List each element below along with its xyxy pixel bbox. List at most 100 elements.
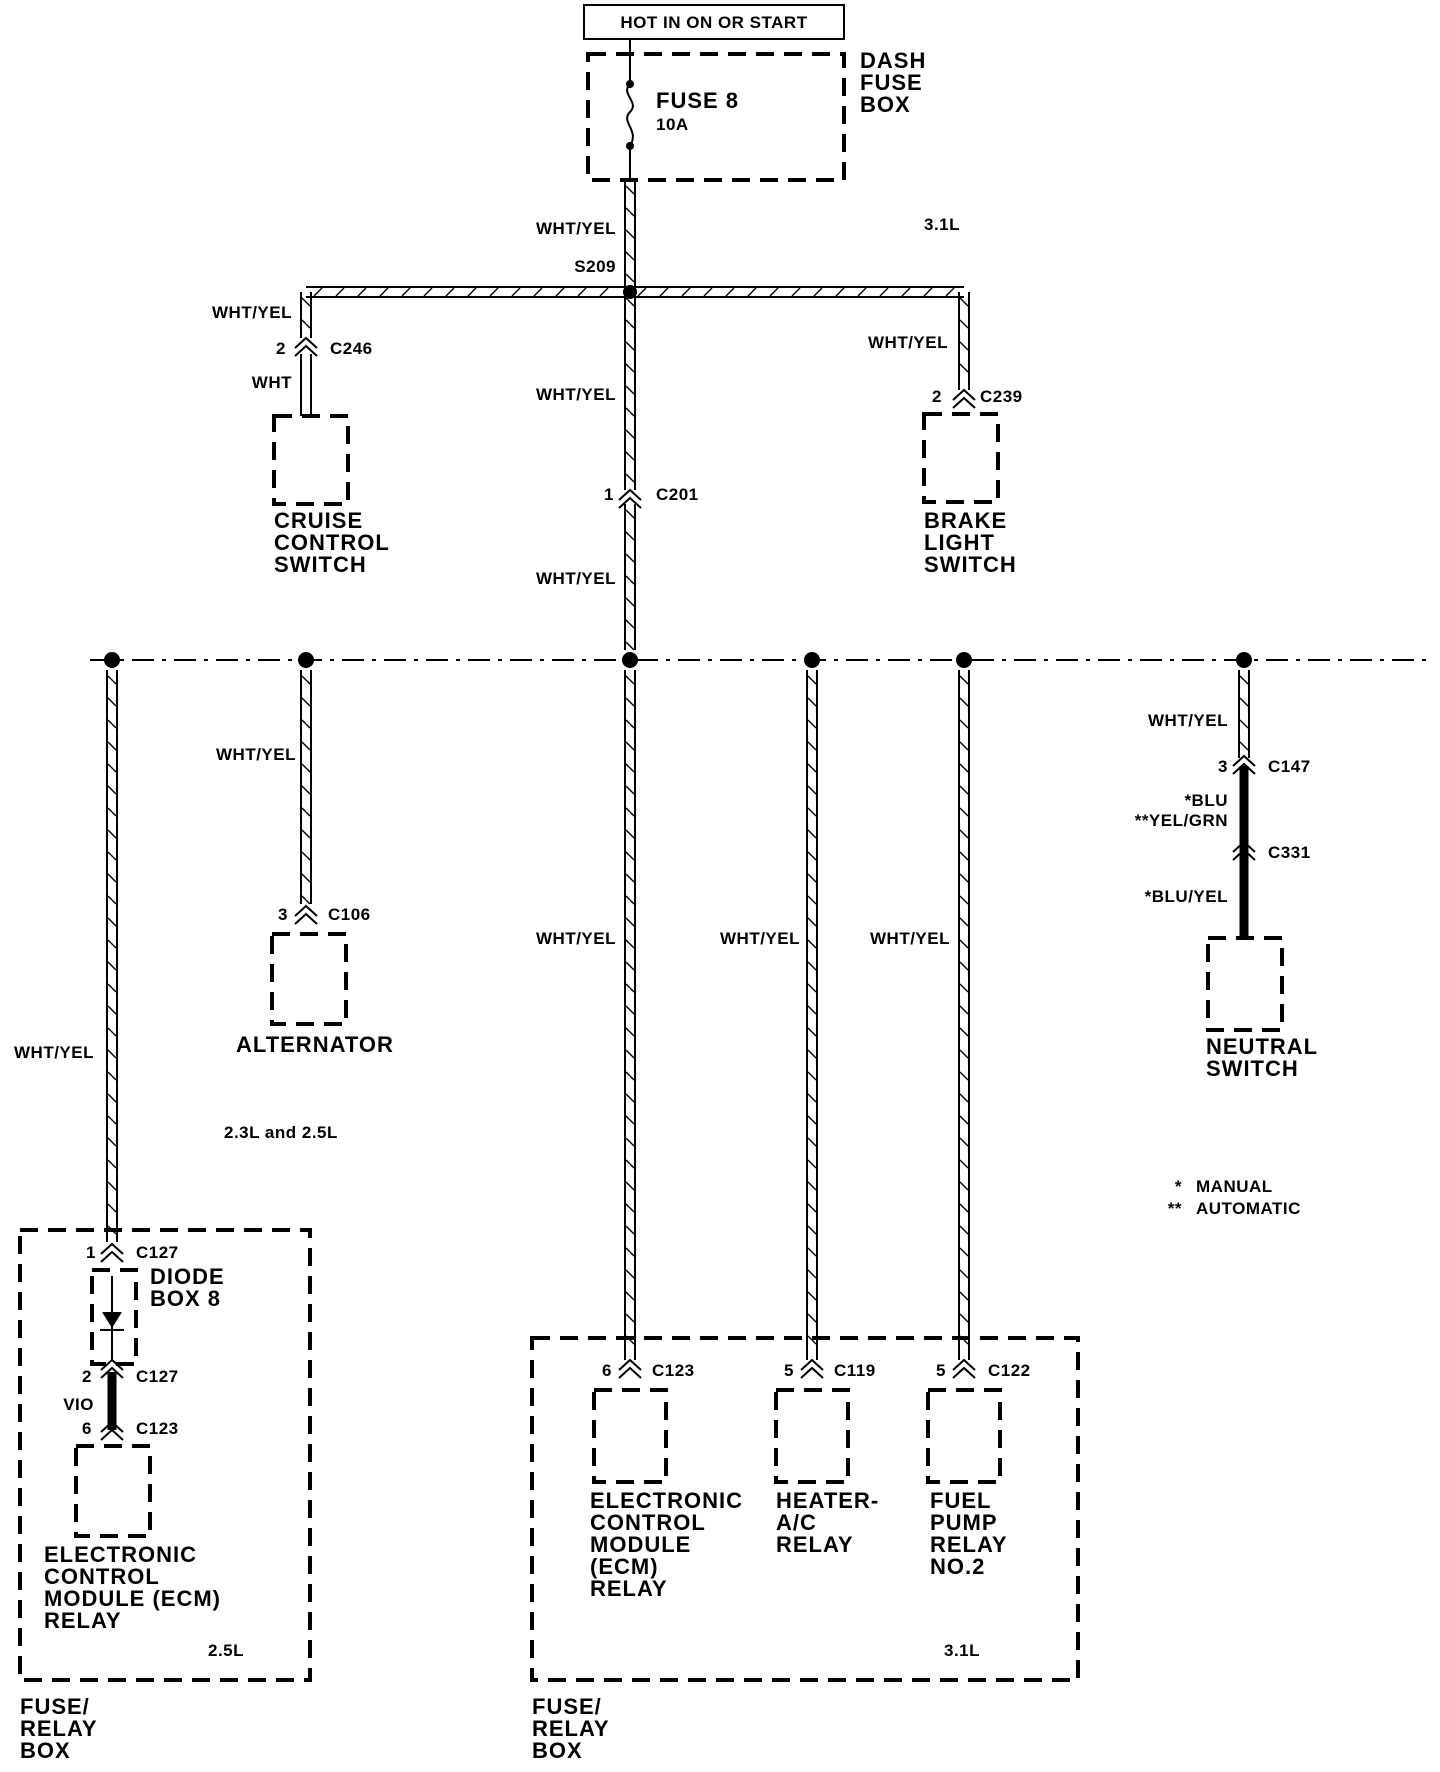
wire-color-label: WHT/YEL bbox=[536, 569, 616, 588]
wire-color-label: WHT/YEL bbox=[720, 929, 800, 948]
connector-c246-pin: 2 bbox=[276, 339, 286, 358]
wire-segment bbox=[306, 286, 630, 298]
wire-segment bbox=[624, 670, 636, 1360]
ecm-relay-box-right bbox=[592, 1388, 668, 1484]
power-source-box bbox=[583, 4, 845, 40]
wire-segment bbox=[300, 354, 312, 416]
fuel-pump-label-1: FUEL bbox=[930, 1488, 991, 1513]
ecm-relay-box-left bbox=[74, 1444, 152, 1538]
fuse-relay-box-left-label-2: RELAY bbox=[20, 1716, 98, 1741]
cruise-control-label-3: SWITCH bbox=[274, 552, 367, 577]
diode-icon bbox=[100, 1276, 124, 1360]
connector-c122-pin: 5 bbox=[936, 1361, 946, 1380]
fuse-relay-box-right bbox=[530, 1336, 1080, 1682]
wire-color-label: WHT/YEL bbox=[216, 745, 296, 764]
ecm-relay-left-label-3: MODULE (ECM) bbox=[44, 1586, 221, 1611]
connector-c246-label: C246 bbox=[330, 339, 373, 358]
wire-color-label: WHT/YEL bbox=[870, 929, 950, 948]
fuel-pump-relay-box bbox=[926, 1388, 1002, 1484]
wire-color-label: WHT/YEL bbox=[536, 219, 616, 238]
power-source-label: HOT IN ON OR START bbox=[620, 13, 807, 32]
connector-c239-pin: 2 bbox=[932, 387, 942, 406]
wire-segment bbox=[300, 292, 312, 338]
cruise-control-switch-box bbox=[272, 414, 350, 506]
fuel-pump-label-2: PUMP bbox=[930, 1510, 998, 1535]
wire-segment bbox=[624, 292, 636, 490]
wire-color-label: *BLU bbox=[1184, 791, 1228, 810]
connector-c239-label: C239 bbox=[980, 387, 1023, 406]
fuel-pump-label-3: RELAY bbox=[930, 1532, 1008, 1557]
wire-color-label: WHT/YEL bbox=[868, 333, 948, 352]
wire-color-label: VIO bbox=[63, 1395, 94, 1414]
connector-c127a-pin: 1 bbox=[86, 1243, 96, 1262]
fuse-relay-box-right-label-2: RELAY bbox=[532, 1716, 610, 1741]
connector-c122-label: C122 bbox=[988, 1361, 1031, 1380]
wire-segment bbox=[106, 670, 118, 1242]
ecm-relay-right-label-2: CONTROL bbox=[590, 1510, 706, 1535]
wires bbox=[106, 180, 1250, 1360]
splice-s209 bbox=[623, 285, 637, 299]
neutral-switch-box bbox=[1206, 936, 1284, 1032]
connector-c127a-symbol bbox=[100, 1242, 124, 1263]
dash-fuse-box-label-3: BOX bbox=[860, 92, 911, 117]
fuse-relay-box-left-label-1: FUSE/ bbox=[20, 1694, 90, 1719]
diode-box-label-1: DIODE bbox=[150, 1264, 225, 1289]
splice-s209-label: S209 bbox=[574, 257, 616, 276]
diode-box-label-2: BOX 8 bbox=[150, 1286, 221, 1311]
legend: * MANUAL ** AUTOMATIC bbox=[1168, 1177, 1301, 1218]
connector-symbols bbox=[100, 336, 1256, 1441]
brake-light-label-3: SWITCH bbox=[924, 552, 1017, 577]
engine-note-left-box: 2.5L bbox=[208, 1641, 244, 1660]
connector-c246-symbol bbox=[294, 336, 318, 357]
connector-c127b-symbol bbox=[100, 1358, 124, 1379]
fuse-relay-box-left-frame bbox=[18, 1228, 312, 1682]
bus-node bbox=[956, 652, 972, 668]
fuel-pump-label-4: NO.2 bbox=[930, 1554, 985, 1579]
wire-color-label: WHT/YEL bbox=[212, 303, 292, 322]
engine-note-right-box: 3.1L bbox=[944, 1641, 980, 1660]
legend-text: AUTOMATIC bbox=[1196, 1199, 1301, 1218]
wire-color-label: WHT/YEL bbox=[536, 929, 616, 948]
alternator-box bbox=[270, 932, 348, 1026]
fuse-rating: 10A bbox=[656, 115, 689, 134]
alternator-label: ALTERNATOR bbox=[236, 1032, 394, 1057]
dash-fuse-box bbox=[586, 52, 846, 182]
cruise-control-label-1: CRUISE bbox=[274, 508, 363, 533]
connector-c147-symbol bbox=[1232, 754, 1256, 775]
wire-segment bbox=[1238, 670, 1250, 758]
wire-color-label: WHT/YEL bbox=[536, 385, 616, 404]
wire-segment bbox=[958, 292, 970, 390]
ecm-relay-right-label-4: (ECM) bbox=[590, 1554, 659, 1579]
connector-c127b-pin: 2 bbox=[82, 1367, 92, 1386]
connector-c127a-label: C127 bbox=[136, 1243, 179, 1262]
wire-segment bbox=[958, 670, 970, 1360]
connector-c123a-label: C123 bbox=[136, 1419, 179, 1438]
connector-c106-label: C106 bbox=[328, 905, 371, 924]
ecm-relay-right-label-1: ELECTRONIC bbox=[590, 1488, 743, 1513]
cruise-control-label-2: CONTROL bbox=[274, 530, 390, 555]
neutral-switch-label-2: SWITCH bbox=[1206, 1056, 1299, 1081]
brake-light-label-2: LIGHT bbox=[924, 530, 995, 555]
connector-c123a-symbol bbox=[100, 1420, 124, 1441]
connector-c106-pin: 3 bbox=[278, 905, 288, 924]
brake-light-switch-box bbox=[922, 412, 1000, 504]
fuse-icon bbox=[626, 52, 634, 180]
connector-c331-symbol bbox=[1232, 840, 1256, 861]
connector-c147-label: C147 bbox=[1268, 757, 1311, 776]
wire-segment bbox=[806, 670, 818, 1360]
connector-c123b-label: C123 bbox=[652, 1361, 695, 1380]
connector-c119-pin: 5 bbox=[784, 1361, 794, 1380]
ecm-relay-right-label-5: RELAY bbox=[590, 1576, 668, 1601]
wire-color-label: **YEL/GRN bbox=[1135, 811, 1228, 830]
bus-node bbox=[298, 652, 314, 668]
heater-ac-label-2: A/C bbox=[776, 1510, 817, 1535]
ecm-relay-left-label-1: ELECTRONIC bbox=[44, 1542, 197, 1567]
diode-box-8 bbox=[90, 1268, 138, 1366]
fuse-relay-box-right-label-3: BOX bbox=[532, 1738, 583, 1763]
legend-symbol: ** bbox=[1168, 1199, 1182, 1218]
wire-segment bbox=[300, 670, 312, 905]
heater-ac-label-3: RELAY bbox=[776, 1532, 854, 1557]
wire-color-label: *BLU/YEL bbox=[1145, 887, 1228, 906]
wire-segment bbox=[630, 286, 964, 298]
